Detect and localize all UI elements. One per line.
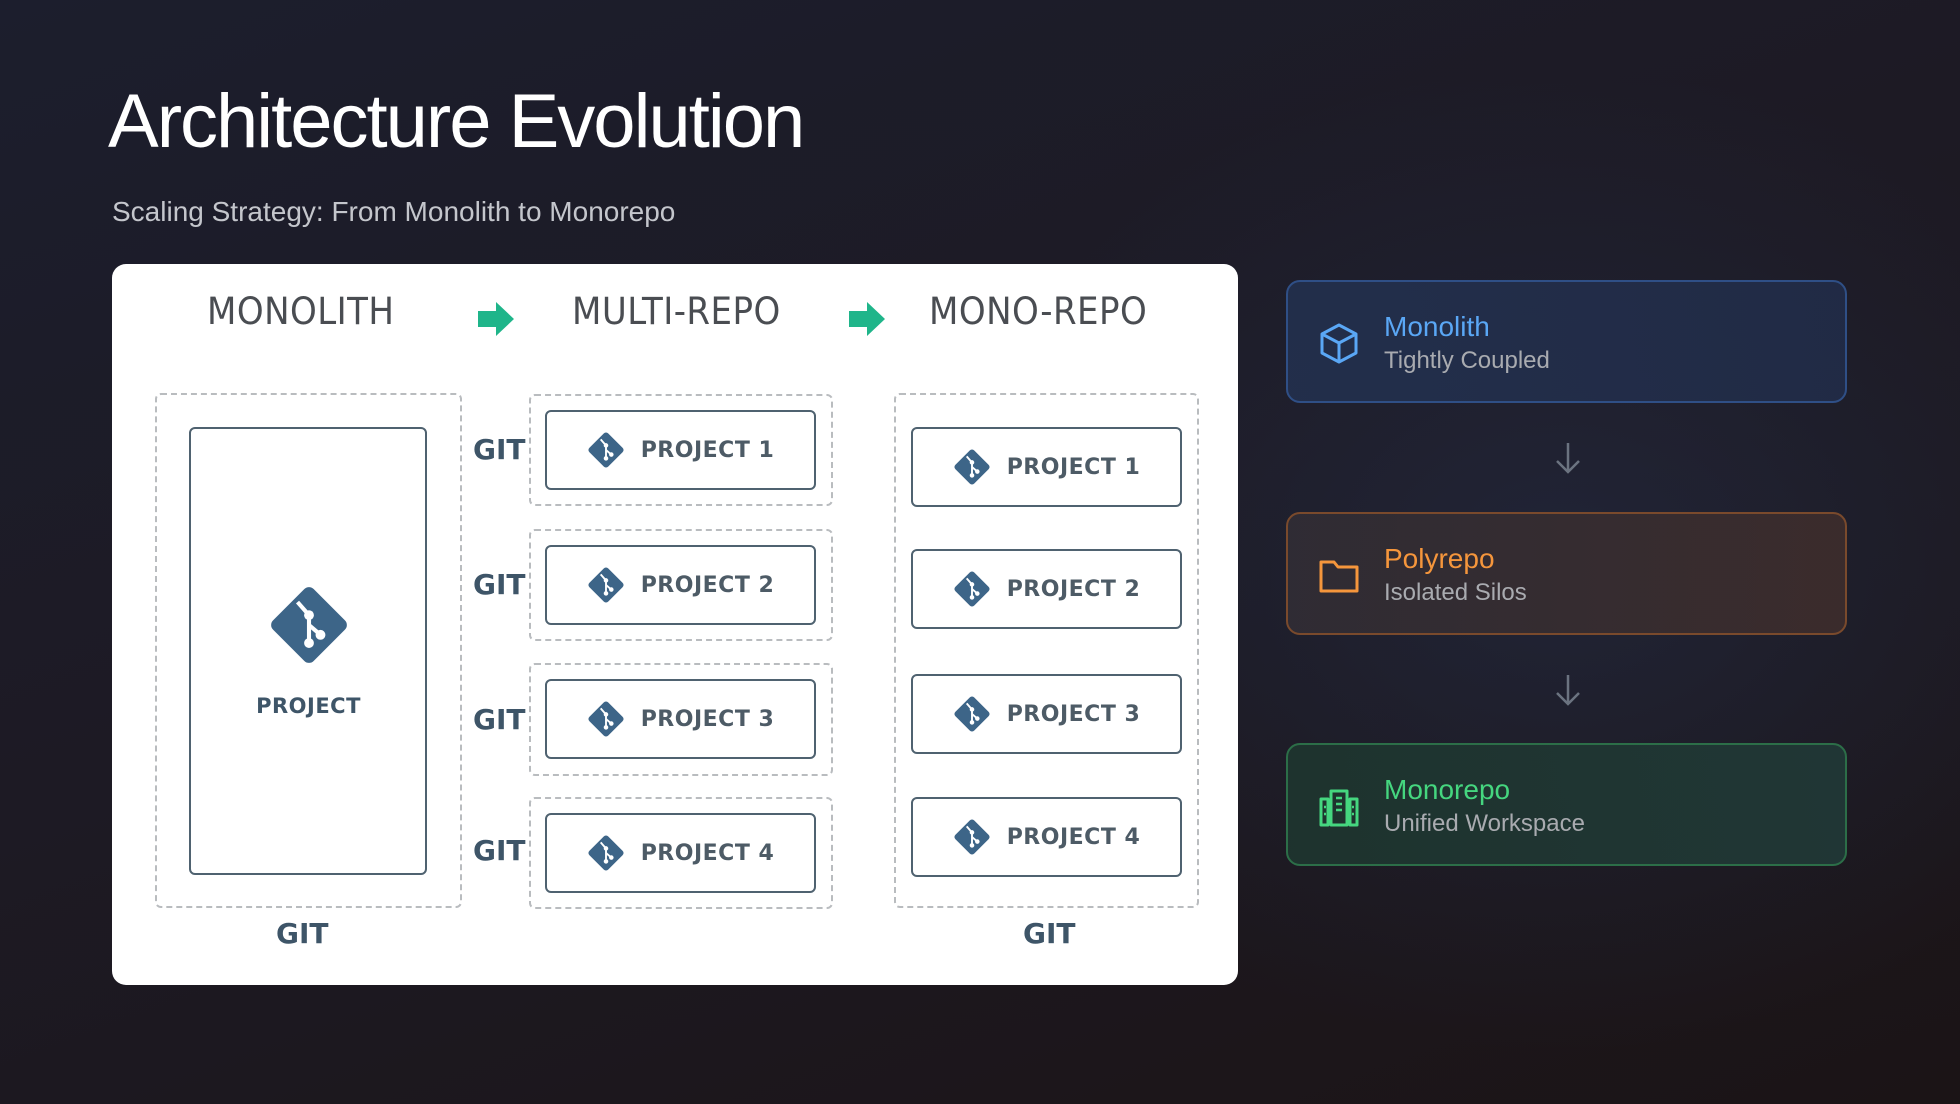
project-label: PROJECT 4 [1006, 824, 1141, 850]
project-label: PROJECT 4 [640, 840, 775, 866]
repo-container [529, 797, 833, 909]
git-logo-icon [954, 696, 990, 732]
project-box: PROJECT 4 [911, 797, 1182, 877]
project-label: PROJECT 1 [1006, 454, 1141, 480]
project-box: PROJECT 1 [545, 410, 816, 490]
git-logo-icon [588, 567, 624, 603]
repo-container [529, 529, 833, 641]
column-heading-monolith: MONOLITH [207, 290, 395, 333]
git-logo-icon [954, 571, 990, 607]
stage-name: Monorepo [1384, 774, 1511, 805]
git-logo-icon [588, 835, 624, 871]
stage-description: Tightly Coupled [1384, 347, 1550, 374]
monolith-git-label: GIT [276, 917, 329, 950]
stage-description: Unified Workspace [1384, 810, 1585, 837]
repo-git-label: GIT [473, 703, 526, 736]
project-box: PROJECT 1 [911, 427, 1182, 507]
mono-repo-git-label: GIT [1023, 917, 1076, 950]
page-title: Architecture Evolution [108, 79, 805, 164]
mono-repo-git-container [894, 393, 1199, 908]
page-subtitle: Scaling Strategy: From Monolith to Monor… [112, 196, 676, 227]
project-box: PROJECT 2 [911, 549, 1182, 629]
project-box: PROJECT 4 [545, 813, 816, 893]
arrow-down-icon [1556, 443, 1580, 474]
repo-git-label: GIT [473, 834, 526, 867]
git-logo-icon [588, 701, 624, 737]
repo-git-label: GIT [473, 433, 526, 466]
project-box: PROJECT 2 [545, 545, 816, 625]
project-label: PROJECT 3 [1006, 701, 1141, 727]
folder-icon [1319, 560, 1359, 593]
project-label: PROJECT 1 [640, 437, 775, 463]
arrow-right-icon [849, 302, 885, 336]
project-label: PROJECT 2 [640, 572, 775, 598]
arrow-down-icon [1556, 675, 1580, 706]
stage-card-monorepo: Monorepo Unified Workspace [1286, 743, 1847, 866]
git-logo-icon [954, 449, 990, 485]
stage-description: Isolated Silos [1384, 579, 1527, 606]
repo-container [529, 394, 833, 506]
stage-card-monolith: Monolith Tightly Coupled [1286, 280, 1847, 403]
project-label: PROJECT 2 [1006, 576, 1141, 602]
column-heading-mono-repo: MONO-REPO [929, 290, 1148, 333]
project-box: PROJECT 3 [911, 674, 1182, 754]
stage-card-polyrepo: Polyrepo Isolated Silos [1286, 512, 1847, 635]
repo-git-label: GIT [473, 568, 526, 601]
stage-name: Polyrepo [1384, 543, 1495, 574]
stage-name: Monolith [1384, 311, 1490, 342]
git-logo-icon [588, 432, 624, 468]
project-box: PROJECT 3 [545, 679, 816, 759]
git-logo-icon [954, 819, 990, 855]
cube-icon [1320, 323, 1358, 364]
project-label: PROJECT 3 [640, 706, 775, 732]
building-icon [1319, 789, 1359, 827]
repo-container [529, 663, 833, 776]
monolith-project-label: PROJECT [256, 694, 361, 718]
monolith-git-container [155, 393, 462, 908]
arrow-right-icon [478, 302, 514, 336]
column-heading-multi-repo: MULTI-REPO [572, 290, 781, 333]
git-logo-icon [271, 587, 347, 663]
